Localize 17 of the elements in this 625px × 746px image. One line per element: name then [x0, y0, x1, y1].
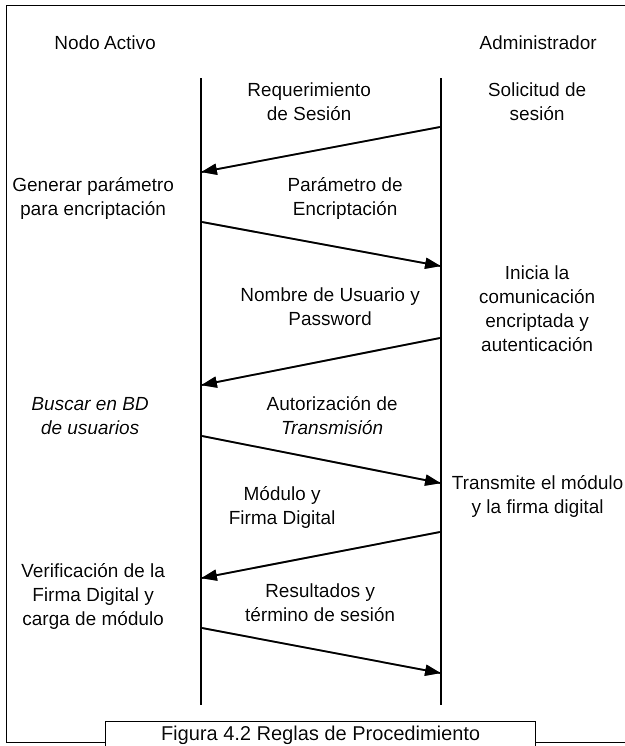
- participant-label: Nodo Activo: [53, 32, 157, 56]
- figure-caption: Figura 4.2 Reglas de Procedimiento: [105, 721, 536, 746]
- message-arrow: [201, 337, 440, 388]
- message-arrow: [201, 126, 440, 176]
- lifeline: [440, 78, 442, 705]
- message-arrow: [202, 627, 441, 676]
- message-arrow: [202, 221, 441, 270]
- activity-note: Transmite el módulo y la firma digital: [450, 472, 624, 520]
- activity-note: Generar parámetro para encriptación: [11, 174, 175, 222]
- activity-note: Solicitud de sesión: [486, 79, 588, 127]
- message-arrow: [201, 531, 440, 582]
- lifeline: [200, 78, 202, 705]
- activity-note: Inicia la comunicación encriptada y autenticación: [478, 262, 596, 358]
- activity-note: Verificación de la Firma Digital y carga de módulo: [20, 560, 166, 632]
- message-arrow: [202, 435, 441, 486]
- participant-label: Administrador: [478, 32, 598, 56]
- activity-note: Buscar en BD de usuarios: [30, 393, 150, 441]
